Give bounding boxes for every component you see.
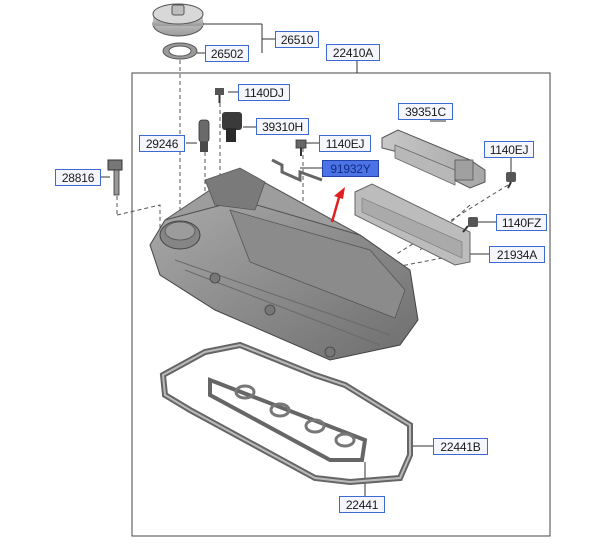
- assembly-frame: [131, 72, 551, 537]
- part-label-22441b[interactable]: 22441B: [433, 438, 488, 455]
- long-bolt-28816: [107, 159, 123, 196]
- outer-gasket: [159, 341, 413, 486]
- wiring-bracket: [381, 129, 486, 189]
- part-label-1140dj[interactable]: 1140DJ: [238, 84, 290, 101]
- cap-seal-ring: [162, 42, 198, 60]
- part-label-1140ej-right[interactable]: 1140EJ: [484, 141, 534, 158]
- bolt-1140fz: [462, 217, 478, 233]
- bolt-1140dj: [215, 88, 224, 103]
- wire-stay-bracket: [271, 158, 323, 183]
- bolt-1140ej-mid: [295, 139, 307, 156]
- oil-filler-cap: [152, 3, 204, 37]
- part-label-26510[interactable]: 26510: [275, 31, 319, 48]
- cylinder-head-cover: [149, 167, 419, 361]
- part-label-28816[interactable]: 28816: [55, 169, 101, 186]
- spark-plug-gasket: [208, 377, 368, 462]
- part-label-21934a[interactable]: 21934A: [489, 246, 545, 263]
- camshaft-sensor: [222, 112, 242, 142]
- heat-shield-plate: [354, 183, 471, 266]
- bolt-1140ej-right: [506, 172, 516, 189]
- part-label-29246[interactable]: 29246: [139, 135, 185, 152]
- part-label-22441[interactable]: 22441: [339, 496, 385, 513]
- part-label-1140ej-mid[interactable]: 1140EJ: [319, 135, 371, 152]
- pcv-valve: [198, 119, 210, 152]
- part-label-91932y[interactable]: 91932Y: [322, 160, 379, 177]
- part-label-1140fz[interactable]: 1140FZ: [496, 214, 547, 231]
- part-label-22410a[interactable]: 22410A: [326, 44, 380, 61]
- part-label-26502[interactable]: 26502: [205, 45, 249, 62]
- part-label-39310h[interactable]: 39310H: [256, 118, 309, 135]
- part-label-39351c[interactable]: 39351C: [398, 103, 453, 120]
- highlight-arrow: [330, 187, 345, 223]
